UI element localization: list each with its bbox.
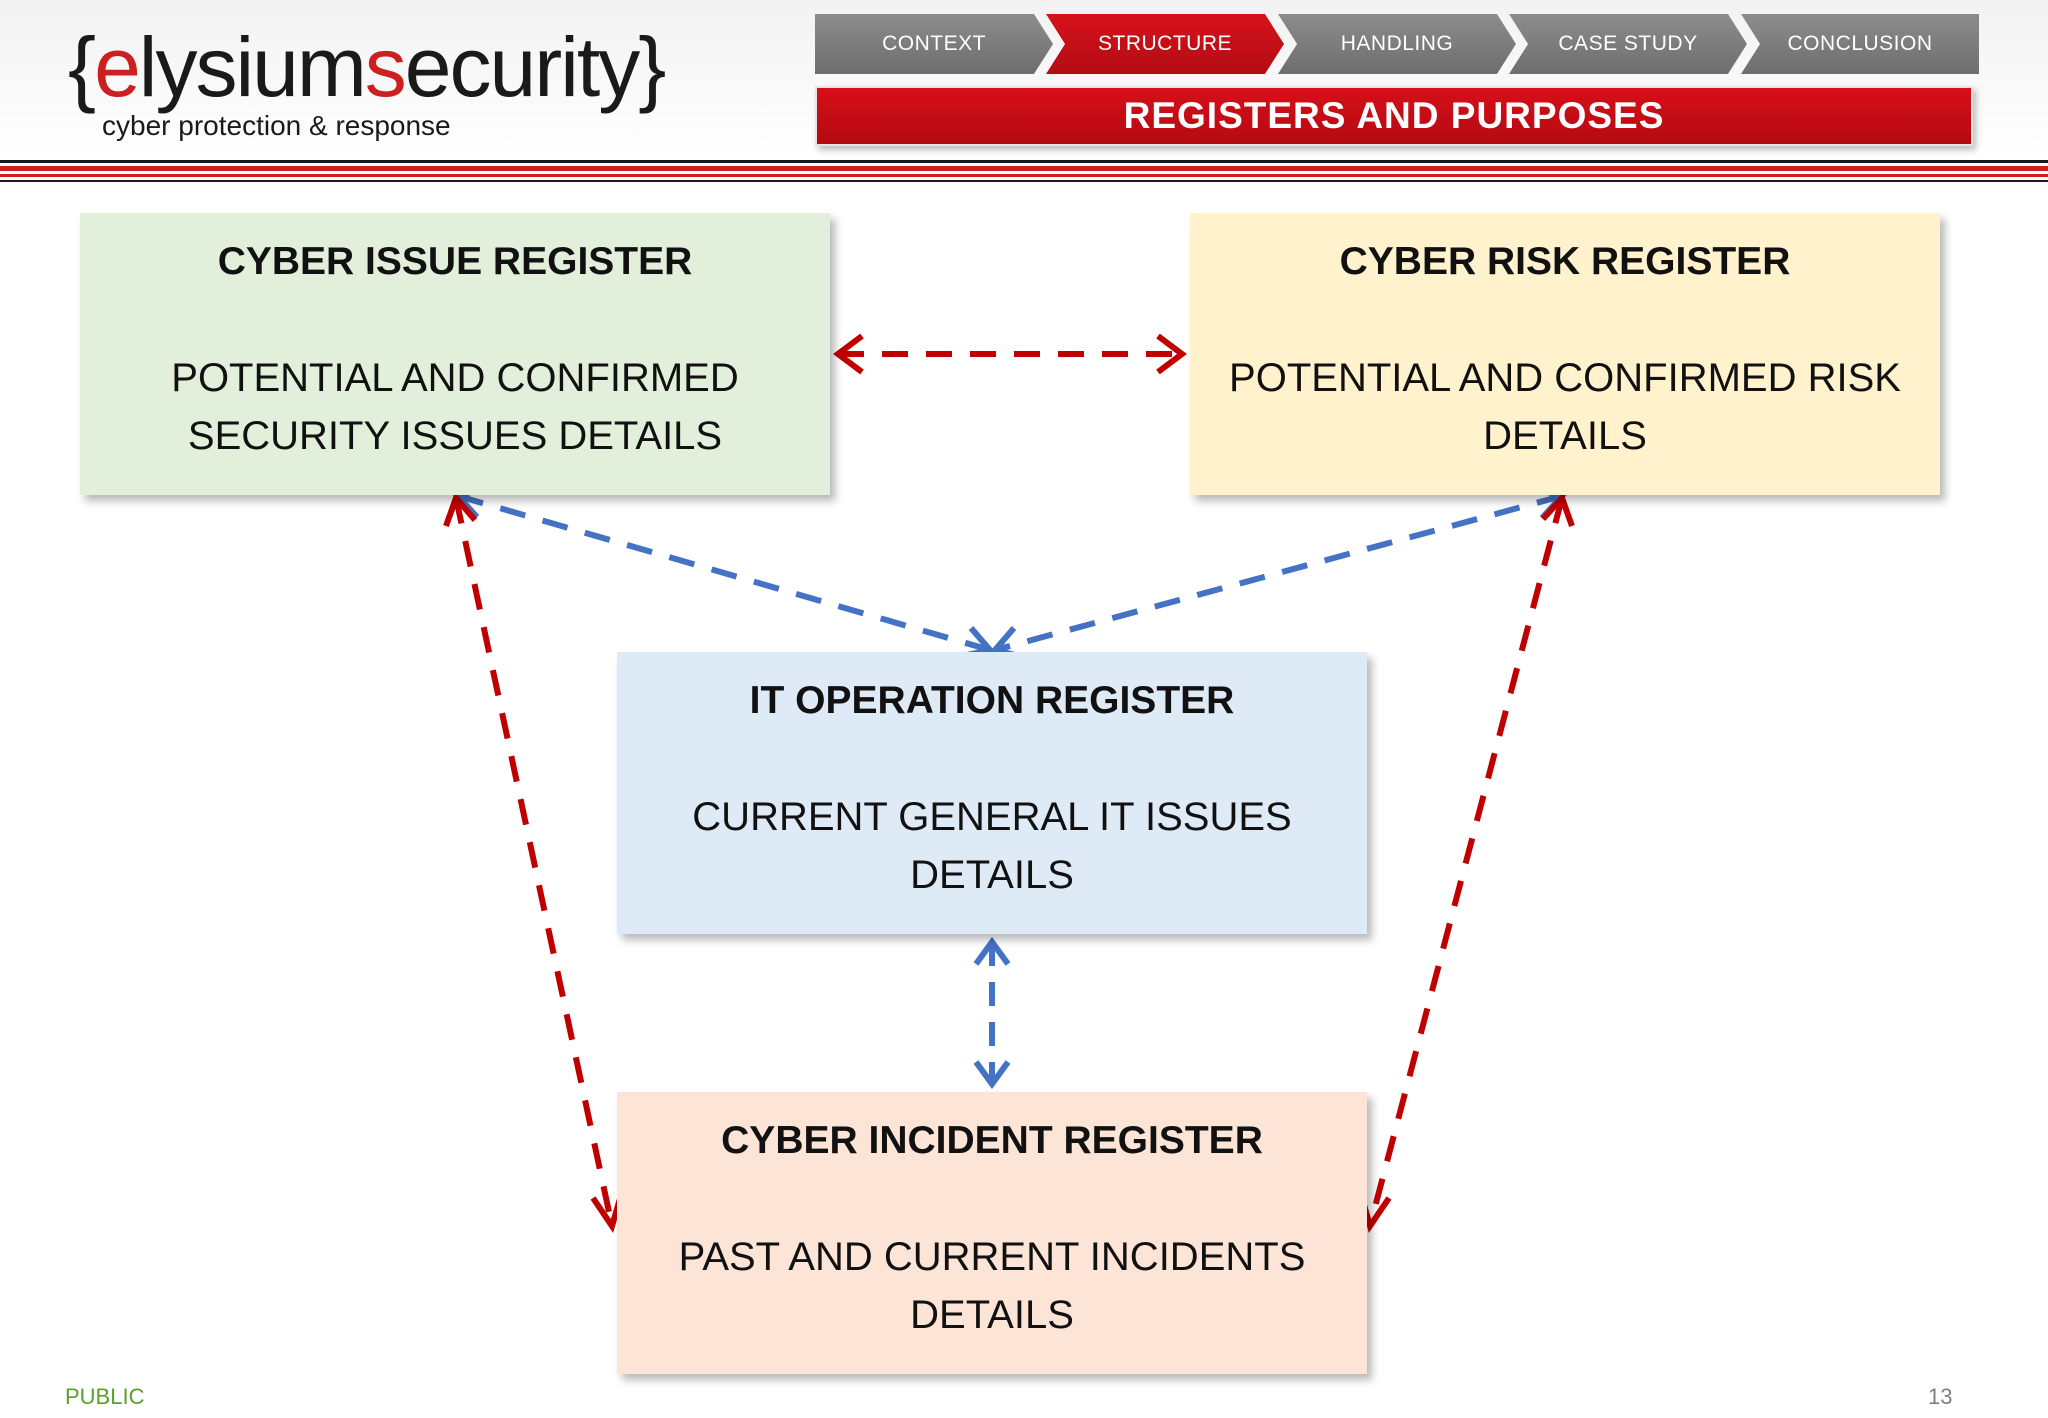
- cyber-incident-register-box: CYBER INCIDENT REGISTER PAST AND CURRENT…: [617, 1092, 1367, 1374]
- it-operation-register-title: IT OPERATION REGISTER: [749, 679, 1235, 722]
- section-title: REGISTERS AND PURPOSES: [815, 86, 1973, 146]
- cyber-incident-register-description: PAST AND CURRENT INCIDENTS DETAILS: [678, 1235, 1306, 1337]
- nav-step-context[interactable]: CONTEXT: [815, 14, 1053, 74]
- logo-wordmark: {elysiumsecurity}: [68, 20, 666, 114]
- progress-nav: CONTEXT STRUCTURE HANDLING CASE STUDY CO…: [815, 14, 1979, 74]
- arrow-issue-itop: [452, 484, 996, 659]
- it-operation-register-box: IT OPERATION REGISTER CURRENT GENERAL IT…: [617, 652, 1367, 934]
- logo-tagline: cyber protection & response: [102, 110, 451, 141]
- arrow-risk-itop: [989, 485, 1568, 660]
- cyber-incident-register-title: CYBER INCIDENT REGISTER: [721, 1119, 1263, 1162]
- header-divider: [0, 166, 2048, 171]
- cyber-issue-register-title: CYBER ISSUE REGISTER: [217, 240, 693, 283]
- arrow-itop-incident: [973, 936, 1011, 1090]
- nav-step-case-study[interactable]: CASE STUDY: [1509, 14, 1747, 74]
- cyber-risk-register-title: CYBER RISK REGISTER: [1339, 240, 1791, 283]
- cyber-issue-register-description: POTENTIAL AND CONFIRMED SECURITY ISSUES …: [171, 356, 739, 458]
- nav-step-structure[interactable]: STRUCTURE: [1046, 14, 1284, 74]
- header-divider: [0, 174, 2048, 177]
- arrow-issue-incident: [443, 492, 625, 1233]
- it-operation-register-description: CURRENT GENERAL IT ISSUES DETAILS: [692, 795, 1292, 897]
- classification-label: PUBLIC: [65, 1384, 145, 1409]
- header-divider: [0, 160, 2048, 163]
- nav-step-handling[interactable]: HANDLING: [1278, 14, 1516, 74]
- cyber-risk-register-box: CYBER RISK REGISTER POTENTIAL AND CONFIR…: [1190, 213, 1940, 495]
- header-divider: [0, 180, 2048, 182]
- nav-step-conclusion[interactable]: CONCLUSION: [1741, 14, 1979, 74]
- page-number: 13: [1928, 1384, 1953, 1409]
- arrow-issue-risk: [833, 333, 1187, 375]
- cyber-risk-register-description: POTENTIAL AND CONFIRMED RISK DETAILS: [1229, 356, 1901, 458]
- cyber-issue-register-box: CYBER ISSUE REGISTER POTENTIAL AND CONFI…: [80, 213, 830, 495]
- company-logo: {elysiumsecurity} cyber protection & res…: [68, 22, 668, 142]
- arrow-risk-incident: [1357, 492, 1575, 1233]
